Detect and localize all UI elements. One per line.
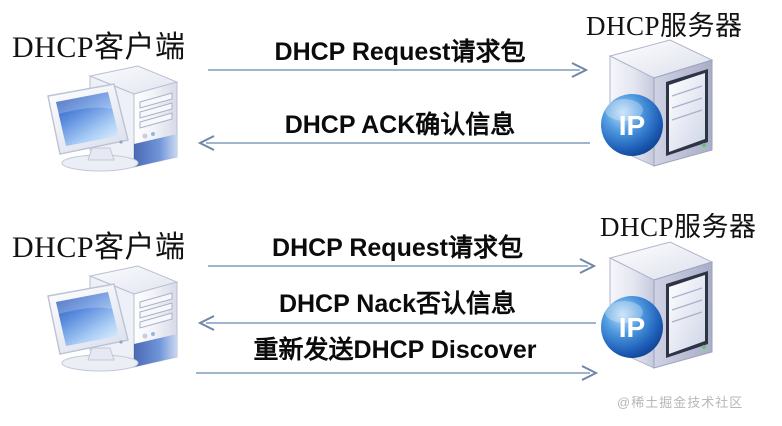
message-label-nack-bottom: DHCP Nack否认信息 bbox=[278, 290, 517, 318]
desktop-computer-icon bbox=[42, 262, 187, 374]
ip-badge-text: IP bbox=[619, 110, 645, 141]
arrow-left-nack-bottom bbox=[196, 315, 596, 331]
arrow-right-request-top bbox=[208, 62, 590, 78]
server-tower-ip-icon: IP bbox=[592, 38, 720, 183]
message-label-rediscover-bottom: 重新发送DHCP Discover bbox=[253, 336, 537, 364]
server-label-bottom: DHCP服务器 bbox=[600, 212, 757, 242]
client-label-top: DHCP客户端 bbox=[12, 31, 186, 64]
message-label-request-top: DHCP Request请求包 bbox=[274, 38, 526, 66]
server-label-top: DHCP服务器 bbox=[586, 11, 743, 41]
arrow-right-request-bottom bbox=[208, 258, 598, 274]
desktop-computer-icon bbox=[42, 62, 187, 174]
watermark: @稀土掘金技术社区 bbox=[617, 395, 744, 410]
arrow-right-rediscover-bottom bbox=[196, 365, 600, 381]
arrow-left-ack-top bbox=[196, 135, 590, 151]
message-label-request-bottom: DHCP Request请求包 bbox=[272, 234, 523, 262]
server-tower-ip-icon: IP bbox=[592, 240, 720, 385]
message-label-ack-top: DHCP ACK确认信息 bbox=[284, 111, 516, 139]
ip-badge-text: IP bbox=[619, 312, 645, 343]
client-label-bottom: DHCP客户端 bbox=[12, 231, 186, 264]
